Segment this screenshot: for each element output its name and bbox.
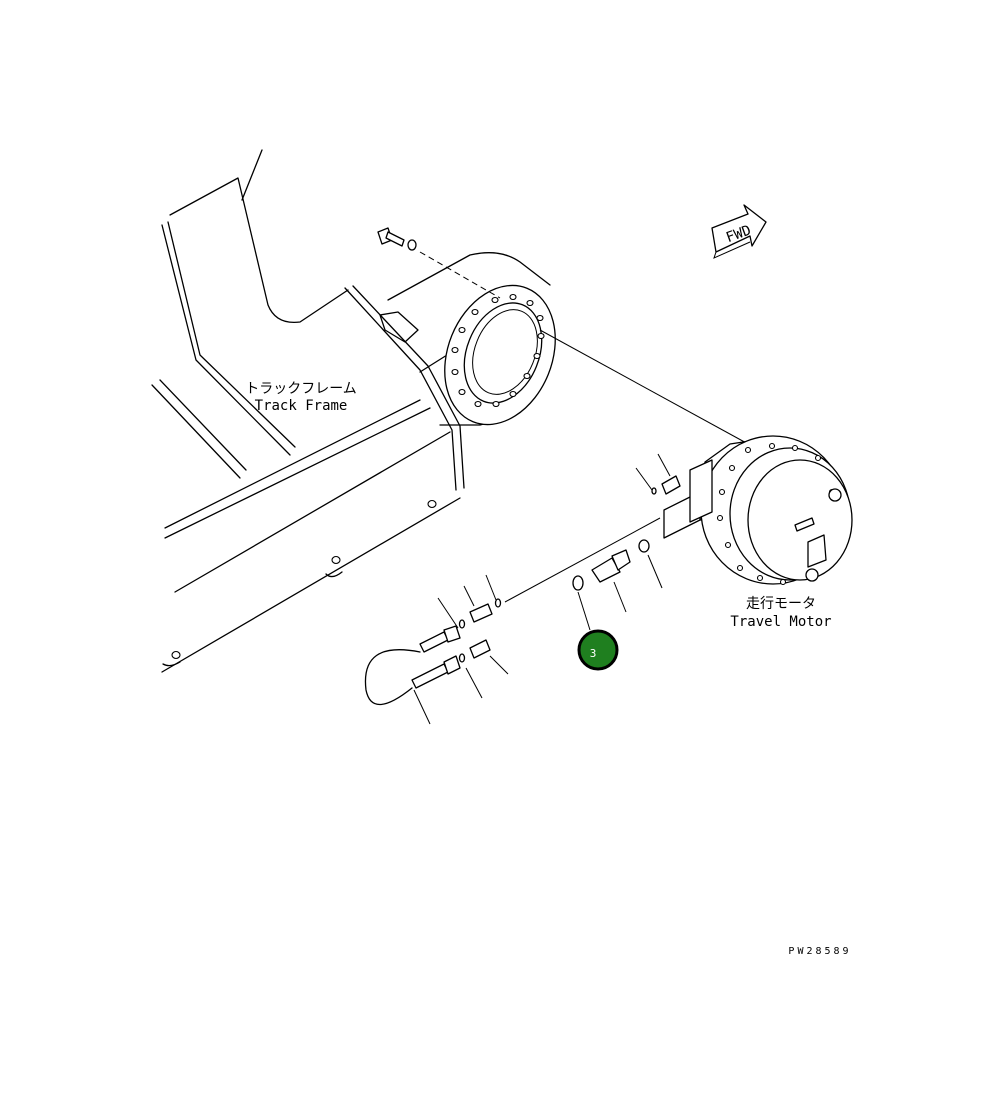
- callout-number[interactable]: 3: [590, 647, 597, 660]
- drawing-id: PW28589: [788, 946, 851, 957]
- callout-part-3[interactable]: 3: [577, 629, 619, 671]
- travel-motor-label: 走行モータ Travel Motor: [730, 596, 831, 630]
- track-frame-label: トラックフレーム Track Frame: [245, 381, 357, 414]
- fwd-arrow: FWD: [711, 204, 767, 259]
- callout-badge[interactable]: [577, 629, 619, 671]
- track-frame-label-en: Track Frame: [255, 398, 348, 414]
- travel-motor: [663, 435, 853, 586]
- hydraulic-fittings: [364, 453, 681, 725]
- alignment-line: [539, 329, 751, 446]
- track-frame-label-jp: トラックフレーム: [245, 381, 357, 397]
- travel-motor-label-en: Travel Motor: [730, 614, 831, 630]
- mounting-bolt: [377, 227, 501, 299]
- track-frame: [151, 149, 556, 673]
- travel-motor-label-jp: 走行モータ: [746, 596, 816, 612]
